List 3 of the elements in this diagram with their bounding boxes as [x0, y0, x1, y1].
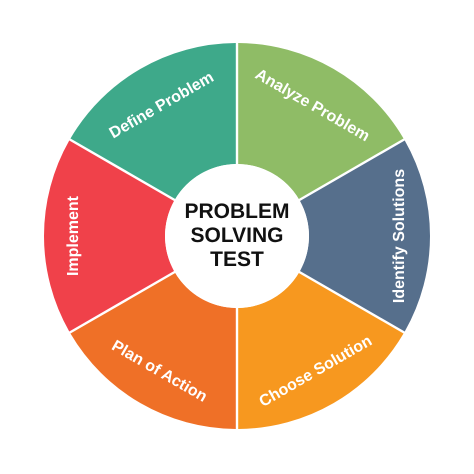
segment-label: Identify Solutions [391, 168, 409, 304]
segment-label: Implement [65, 196, 83, 276]
hub-title: PROBLEM SOLVING TEST [184, 200, 290, 272]
